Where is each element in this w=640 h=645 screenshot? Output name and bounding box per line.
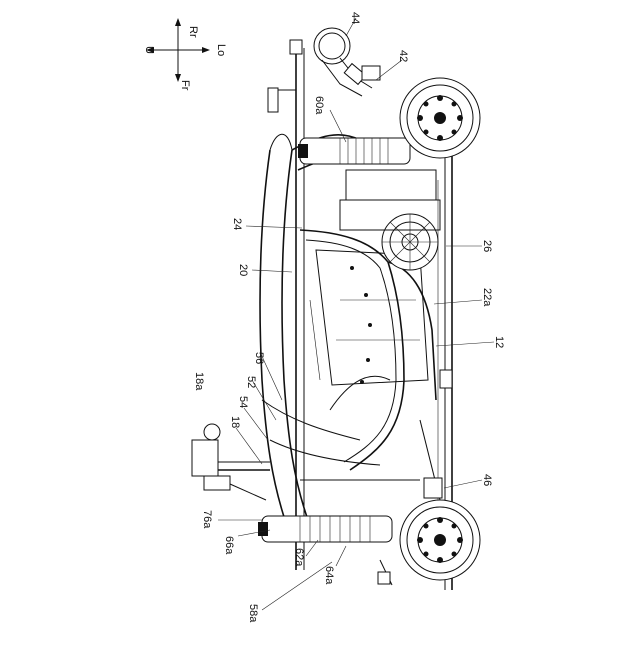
label-46: 46 [481, 474, 493, 486]
rear-wheel-hub [400, 78, 480, 158]
front-wheel-hub [400, 500, 480, 580]
rear-shock-absorber [298, 138, 410, 164]
label-12: 12 [493, 336, 505, 348]
label-24: 24 [231, 218, 243, 230]
label-76a: 76a [201, 510, 213, 529]
compass-label-rear: Rr [187, 26, 199, 38]
roll-cage-tube [260, 134, 362, 520]
label-26: 26 [481, 240, 493, 252]
label-18: 18 [229, 416, 241, 428]
compass-label-up: U [143, 46, 155, 54]
label-56: 56 [253, 352, 265, 364]
label-52: 52 [245, 376, 257, 388]
compass-label-front: Fr [179, 80, 191, 91]
orientation-compass: Rr Fr U Lo [143, 18, 227, 91]
label-44: 44 [349, 12, 361, 24]
label-64a: 64a [323, 566, 335, 585]
compass-arrow-right [202, 47, 210, 53]
label-62a: 62a [293, 548, 305, 567]
linkage-lines [262, 300, 452, 500]
label-42: 42 [397, 50, 409, 62]
compass-label-low: Lo [215, 44, 227, 56]
steering-assembly [192, 424, 270, 500]
compass-arrow-up [175, 18, 181, 26]
cooling-fan [340, 170, 440, 270]
label-66a: 66a [223, 536, 235, 555]
label-54: 54 [237, 396, 249, 408]
air-intake [314, 28, 380, 96]
label-60a: 60a [313, 96, 325, 115]
label-22a: 22a [481, 288, 493, 307]
label-20: 20 [237, 264, 249, 276]
label-18a: 18a [193, 372, 205, 391]
label-58a: 58a [247, 604, 259, 623]
